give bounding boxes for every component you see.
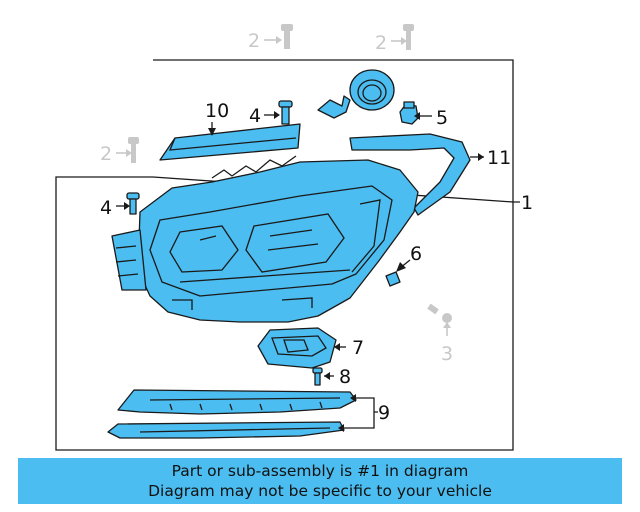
callout-2-top-left: 2 [248, 30, 260, 52]
callout-7: 7 [352, 337, 364, 359]
part-7-control-module: 7 [257, 327, 364, 369]
callout-3: 3 [441, 343, 453, 365]
bolt-2-left: 2 [100, 137, 139, 165]
callout-5: 5 [436, 107, 448, 129]
callout-2-left: 2 [100, 143, 112, 165]
part-6-clip: 6 [385, 243, 422, 287]
banner-line-2: Diagram may not be specific to your vehi… [148, 482, 492, 500]
part-4-bolt-left: 4 [100, 192, 140, 219]
part-4-bolt-top: 4 [249, 100, 293, 127]
part-9-trim-strips: 9 [107, 389, 390, 439]
headlamp-housing [111, 155, 419, 323]
part-8-screw: 8 [312, 366, 351, 388]
callout-10: 10 [205, 100, 229, 122]
part-10-trim-strip: 10 [159, 100, 301, 161]
disclaimer-banner: Part or sub-assembly is #1 in diagram Di… [18, 458, 622, 504]
bulb-socket [317, 95, 351, 119]
callout-2-top-right: 2 [375, 32, 387, 54]
part-5-adjuster: 5 [399, 101, 448, 129]
callout-9: 9 [378, 402, 390, 424]
callout-8: 8 [339, 366, 351, 388]
parts-diagram: 2 2 2 3 1 10 4 [55, 24, 533, 451]
dust-cap [349, 69, 395, 111]
callout-1: 1 [521, 192, 533, 214]
callout-4-left: 4 [100, 197, 112, 219]
callout-11: 11 [487, 147, 511, 169]
banner-line-1: Part or sub-assembly is #1 in diagram [171, 462, 469, 480]
callout-6: 6 [410, 243, 422, 265]
screw-3: 3 [427, 303, 453, 365]
callout-4-top: 4 [249, 105, 261, 127]
bolt-2-top-right: 2 [375, 24, 414, 54]
bolt-2-top-left: 2 [248, 24, 293, 52]
